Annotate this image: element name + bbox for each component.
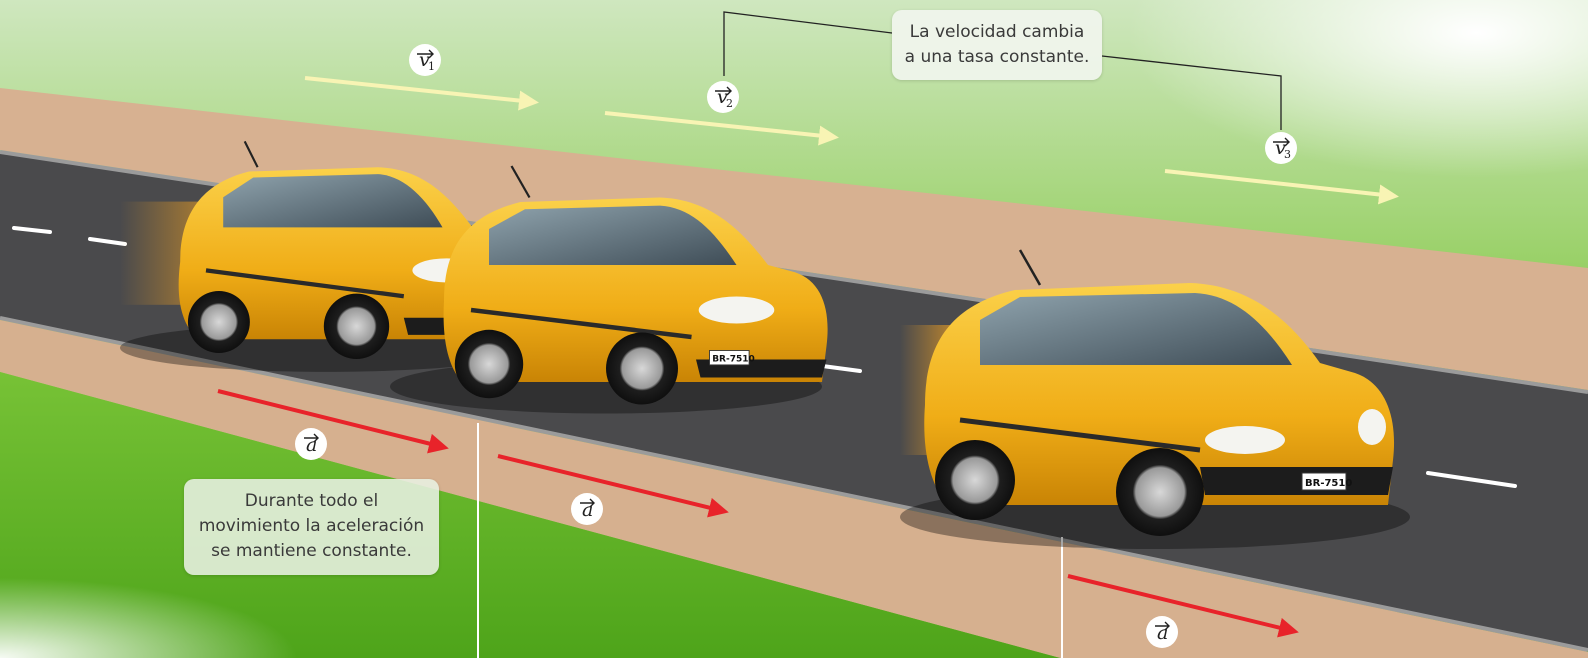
velocity-arrow-2 [604,111,839,146]
car-1 [120,140,533,372]
car-wheel [1116,448,1204,536]
callout-accel-line: se mantiene constante. [211,541,412,561]
acceleration-arrow-1 [217,389,449,454]
acceleration-label-1: a [295,428,327,460]
car-windows [223,174,443,228]
acceleration-label-3-badge [1146,616,1178,648]
acceleration-arrow-2 [497,454,729,518]
velocity-label-2: v 2 [707,81,739,113]
car-3: BR-7510 [900,249,1410,549]
vector-arrow-icon [715,86,732,96]
acceleration-label-2: a [571,493,603,525]
car-wheel [935,440,1015,520]
lane-dash [88,237,127,246]
velocity-label-3: v 3 [1265,132,1297,164]
car-wheel [454,329,524,399]
car-wheel [323,293,390,359]
callout-velocity-change: La velocidad cambia a una tasa constante… [892,10,1102,80]
vector-arrow-icon [304,433,319,443]
velocity-label-3-symbol: v [1275,137,1286,159]
car-wheel [187,291,250,353]
acceleration-label-3-symbol: a [1157,622,1168,644]
acceleration-arrow-3 [1067,574,1299,638]
callout-constant-acceleration: Durante todo el movimiento la aceleració… [184,479,439,575]
velocity-arrow-3 [1164,169,1399,205]
car-antenna [510,165,531,199]
car-antenna [1018,249,1042,286]
velocity-label-2-symbol: v [717,86,728,108]
car-2: BR-7510 [390,165,828,414]
car-bumper [1200,467,1393,495]
car-wheel [606,332,678,405]
acceleration-label-2-symbol: a [582,499,593,521]
acceleration-label-3: a [1146,616,1178,648]
vector-arrow-icon [1155,621,1170,631]
license-plate-text: BR-7510 [1305,478,1352,489]
car-trim [470,307,692,340]
car-headlight [1358,409,1386,445]
car-trim [959,417,1201,453]
velocity-label-3-subscript: 3 [1284,148,1291,161]
lane-dash [1426,471,1517,488]
car-antenna [243,140,259,168]
callout-accel-line: Durante todo el [244,491,379,511]
velocity-label-1-badge [409,44,441,76]
vector-arrow-icon [580,498,595,508]
car-headlight [1205,426,1285,454]
velocity-label-1-subscript: 1 [428,60,435,73]
callout-velocity-line: a una tasa constante. [904,47,1090,67]
car-windows [980,293,1292,365]
car-headlight [698,296,775,324]
velocity-arrow-1 [304,76,539,111]
car-windows [489,205,737,265]
callout-accel-line: movimiento la aceleración [198,516,425,536]
velocity-arrows [304,76,1399,205]
license-plate [709,350,750,366]
callout-velocity-leader-right [1101,55,1282,130]
velocity-label-1: v 1 [409,44,441,76]
acceleration-label-1-badge [295,428,327,460]
acceleration-label-2-badge [571,493,603,525]
license-plate [1301,472,1347,491]
callout-velocity-leader-left [723,11,893,76]
velocity-label-1-symbol: v [419,49,430,71]
vector-arrow-icon [417,49,434,59]
velocity-label-2-badge [707,81,739,113]
car-trim [205,268,405,299]
velocity-label-3-badge [1265,132,1297,164]
acceleration-arrows [217,389,1299,638]
callout-velocity-line: La velocidad cambia [909,22,1085,42]
license-plate-text: BR-7510 [712,354,755,364]
vector-arrow-icon [1273,137,1290,147]
acceleration-label-1-symbol: a [306,434,317,456]
velocity-label-2-subscript: 2 [726,97,733,110]
lane-dash [12,226,52,234]
